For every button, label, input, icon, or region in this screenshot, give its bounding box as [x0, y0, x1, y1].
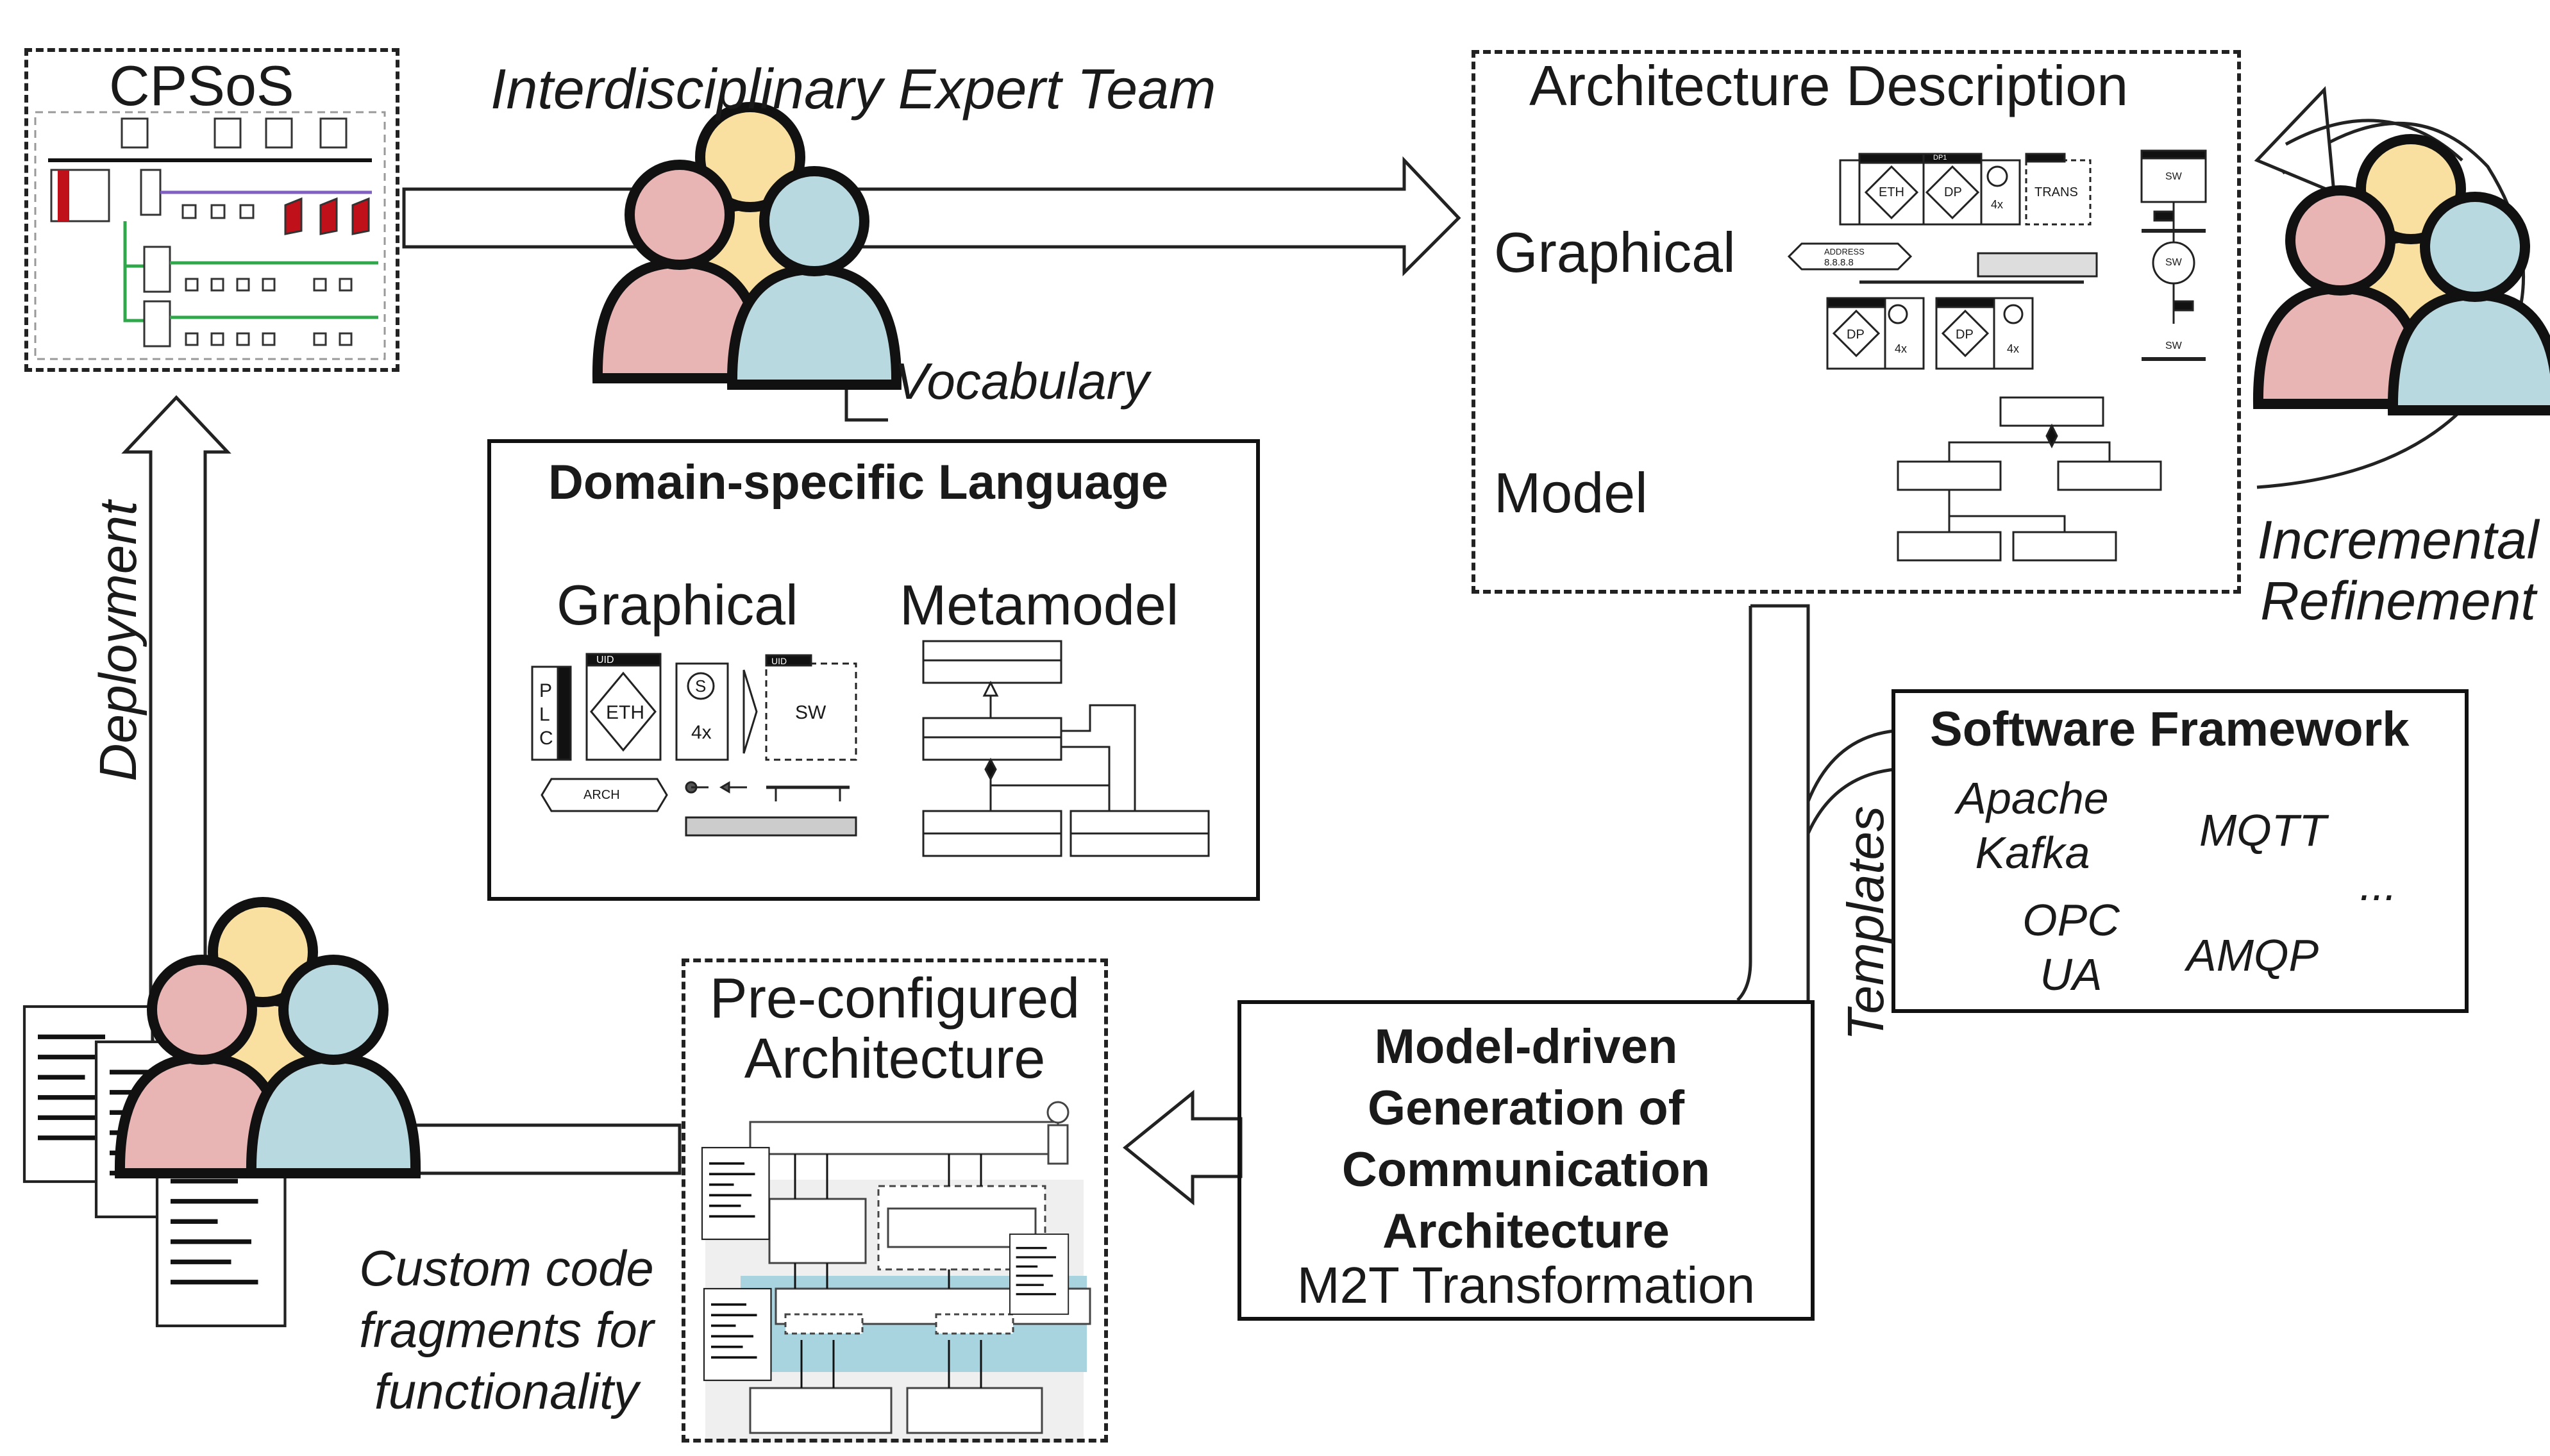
- cpsos-network: [34, 111, 386, 360]
- arch-address-label: ADDRESS: [1824, 247, 1865, 256]
- arch-sw-top-label: SW: [2165, 171, 2182, 182]
- dsl-plc-p: P: [539, 680, 553, 701]
- dsl-s-label: S: [695, 676, 707, 696]
- arch-eth-label: ETH: [1879, 185, 1904, 199]
- cpsos-box: [24, 48, 399, 372]
- arch-sw-bot-label: SW: [2165, 340, 2182, 351]
- dsl-plc-c: C: [539, 728, 553, 749]
- preconfigured-line1: Pre-configured: [709, 966, 1080, 1030]
- arrow-to-architecture: [402, 156, 1461, 277]
- generation-line2: Generation of: [1367, 1081, 1685, 1135]
- sf-ua: UA: [2040, 950, 2102, 1000]
- arrow-to-preconfigured: [1123, 1089, 1243, 1206]
- dsl-graphical-label: Graphical: [557, 573, 798, 637]
- expert-team-group: [598, 107, 896, 385]
- arch-graphical-mini: [1787, 149, 2207, 370]
- dsl-title: Domain-specific Language: [548, 455, 1169, 510]
- arch-dp1-tag: DP1: [1933, 154, 1947, 162]
- cpsos-title: CPSoS: [109, 54, 294, 117]
- dsl-box: [487, 439, 1260, 901]
- arch-dp-right-label: DP: [1956, 328, 1974, 342]
- vocabulary-label: Vocabulary: [894, 353, 1150, 410]
- model-to-generation-connector: [1736, 604, 1810, 1001]
- dsl-eth-label: ETH: [606, 702, 644, 723]
- team-label: Interdisciplinary Expert Team: [491, 57, 1216, 121]
- custom-code-line3: functionality: [374, 1363, 639, 1419]
- deployment-arrow: [121, 395, 231, 1019]
- architecture-description-box: [1472, 50, 2241, 594]
- preconfigured-line2: Architecture: [744, 1026, 1046, 1090]
- dsl-4x-label: 4x: [691, 722, 712, 743]
- software-framework-box: [1892, 689, 2469, 1013]
- preconfigured-title: Pre-configured Architecture: [685, 968, 1105, 1089]
- arch-dp-top-label: DP: [1944, 185, 1962, 199]
- dsl-metamodel: [922, 640, 1210, 857]
- generation-line1: Model-driven: [1374, 1019, 1678, 1074]
- generation-line4: Architecture: [1382, 1204, 1670, 1259]
- arch-description-title: Architecture Description: [1529, 54, 2129, 117]
- software-framework-title: Software Framework: [1930, 702, 2410, 757]
- dsl-graphical-icons: [531, 653, 857, 837]
- generation-title: Model-driven Generation of Communication…: [1244, 1016, 1808, 1262]
- dsl-sw-label: SW: [795, 702, 826, 723]
- sf-apache: Apache: [1956, 773, 2109, 823]
- custom-code-label: Custom code fragments for functionality: [333, 1237, 680, 1422]
- custom-code-line1: Custom code: [359, 1240, 654, 1296]
- sf-amqp: AMQP: [2186, 930, 2319, 980]
- deployment-label: Deployment: [89, 501, 147, 782]
- arch-dp-left-label: DP: [1847, 328, 1865, 342]
- sf-ellipsis: ...: [2360, 860, 2397, 910]
- sf-kafka: Kafka: [1975, 828, 2090, 878]
- dsl-plc-l: L: [539, 704, 550, 725]
- sf-mqtt: MQTT: [2199, 805, 2327, 855]
- arch-ip-label: 8.8.8.8: [1824, 257, 1854, 268]
- sf-opc: OPC: [2022, 895, 2120, 945]
- preconfigured-box: [682, 958, 1108, 1443]
- arch-4x-right-label: 4x: [2007, 342, 2020, 355]
- custom-code-line2: fragments for: [359, 1301, 654, 1358]
- generation-box: [1237, 1000, 1815, 1321]
- dsl-arch-label: ARCH: [583, 788, 620, 802]
- dsl-uid-tag: UID: [596, 655, 614, 665]
- refinement-label: Incremental Refinement: [2244, 510, 2550, 632]
- arch-sw-mid-label: SW: [2165, 257, 2182, 268]
- arch-4x-left-label: 4x: [1895, 342, 1908, 355]
- dsl-sw-uid-tag: UID: [771, 656, 787, 666]
- generation-sub: M2T Transformation: [1296, 1257, 1756, 1314]
- arch-trans-label: TRANS: [2034, 185, 2078, 199]
- generation-line3: Communication: [1341, 1142, 1711, 1197]
- refinement-line2: Refinement: [2260, 571, 2536, 631]
- arch-4x-top-label: 4x: [1991, 198, 2004, 211]
- arch-model-label: Model: [1494, 461, 1648, 524]
- refinement-line1: Incremental: [2257, 510, 2539, 570]
- arch-graphical-label: Graphical: [1494, 221, 1736, 284]
- templates-label: Templates: [1837, 805, 1894, 1041]
- dsl-metamodel-label: Metamodel: [900, 573, 1179, 637]
- arch-model-mini: [1897, 396, 2162, 562]
